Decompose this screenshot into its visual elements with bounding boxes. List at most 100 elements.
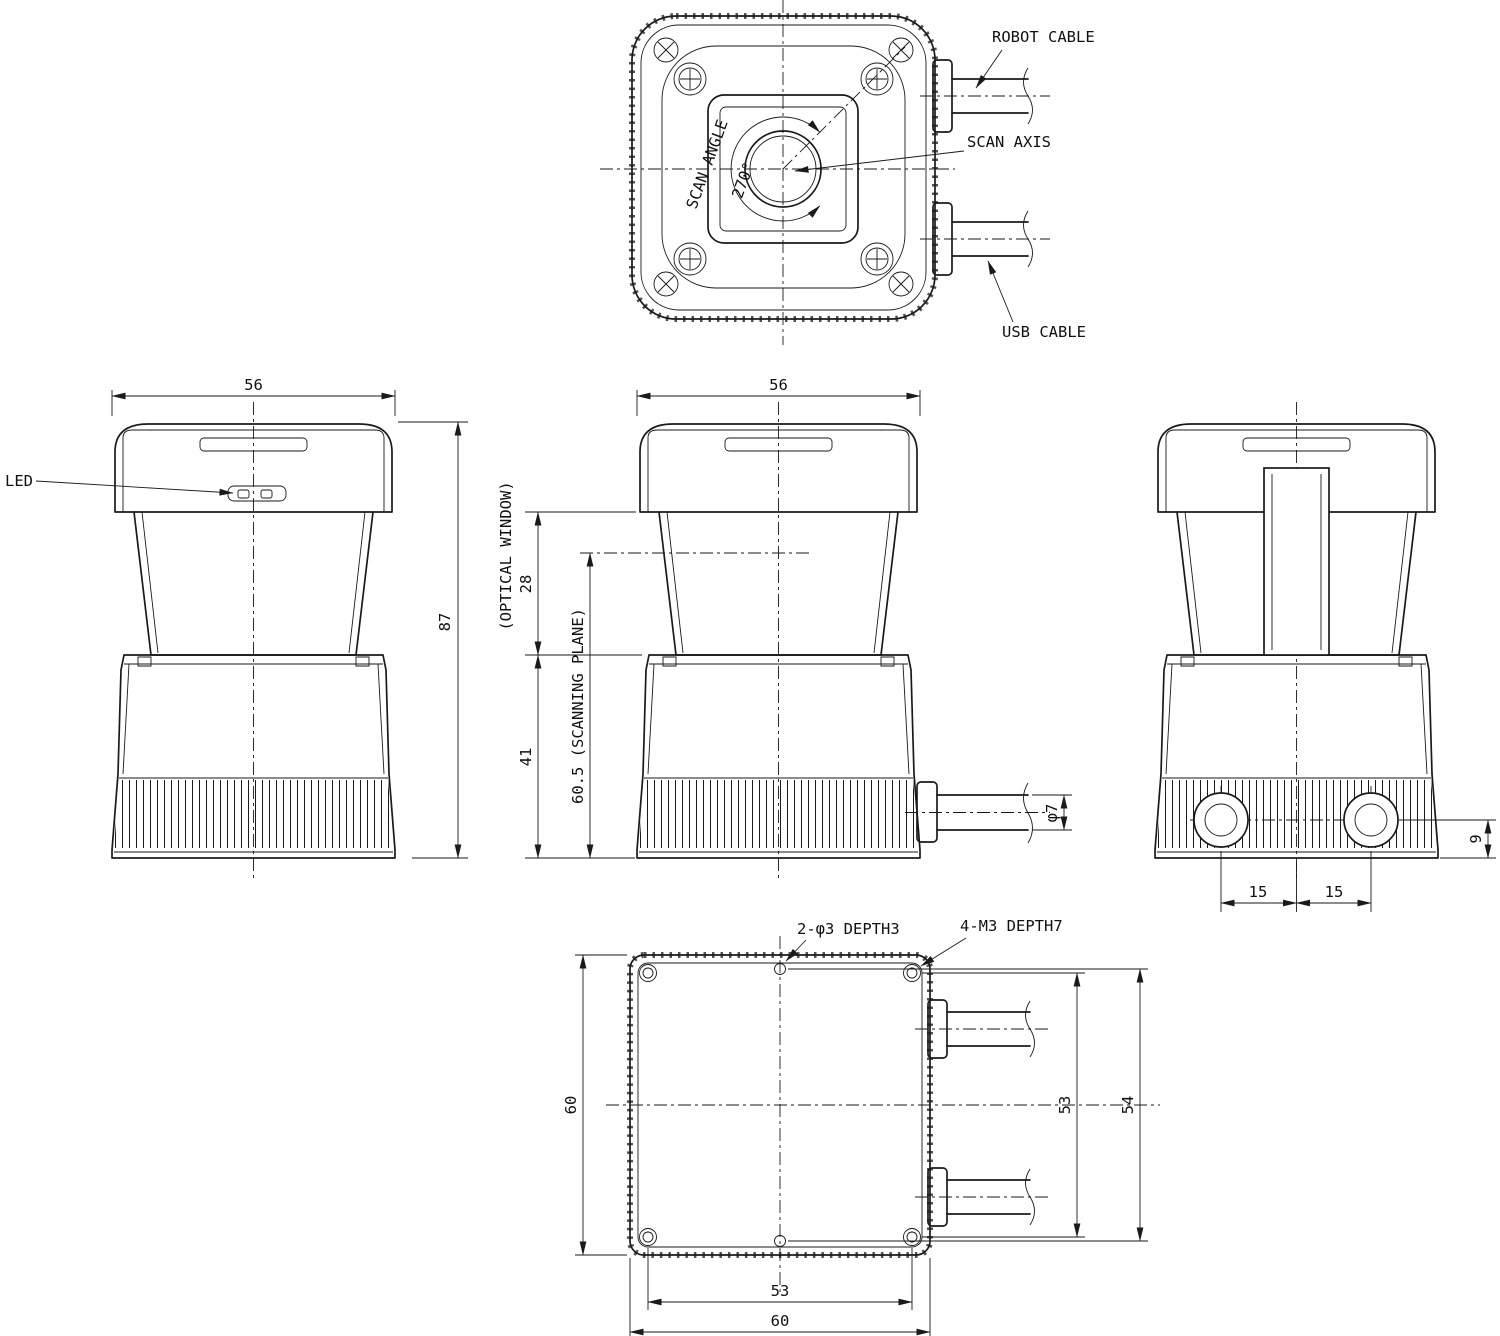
bottom-plate-outline <box>629 954 931 1256</box>
bottom-view: 2-φ3 DEPTH3 4-M3 DEPTH7 60 53 54 53 60 <box>562 917 1160 1336</box>
screw-cross-marks <box>680 69 887 269</box>
m3-note: 4-M3 DEPTH7 <box>960 917 1063 935</box>
cable-break-symbol <box>1025 1168 1035 1226</box>
scan-mirror-circle <box>744 130 822 208</box>
m3-hole <box>903 1228 921 1246</box>
cable-lines <box>946 1011 1031 1047</box>
m3-hole-minor <box>906 967 918 979</box>
screw-cross-marks <box>657 41 910 293</box>
side-width-dim-text: 56 <box>769 376 788 394</box>
front-height-dimension: 87 <box>398 421 468 859</box>
led-bezel <box>227 485 287 502</box>
front-height-dim-text: 87 <box>436 613 454 632</box>
led-icon <box>260 489 273 499</box>
cover-screws <box>673 62 894 276</box>
cable-diameter-dim-text: φ7 <box>1043 804 1061 823</box>
scan-axis-leader <box>794 150 965 173</box>
cable-conduit-column <box>1263 467 1330 656</box>
led-icon <box>237 489 250 499</box>
positioning-pitch-dimension: 54 <box>788 968 1148 1242</box>
mount-pitch-vertical-dimension: 53 <box>922 972 1085 1238</box>
hole-pitch-left-dim-text: 15 <box>1249 883 1268 901</box>
robot-cable-leader <box>975 49 1003 89</box>
screw-boss <box>673 242 707 276</box>
extension-lines <box>788 968 1148 1242</box>
scanning-plane-dim-text: 60.5 (SCANNING PLANE) <box>569 608 587 804</box>
gland-height-dimension: 9 <box>1400 819 1496 859</box>
phi3-pitch-dim-text: 54 <box>1119 1096 1137 1115</box>
gland-outer-circle <box>1343 792 1399 848</box>
led-leader <box>35 480 234 496</box>
front-view: LED 56 87 <box>5 376 468 880</box>
side-view-body <box>636 423 921 859</box>
usb-cable-label: USB CABLE <box>1002 323 1086 341</box>
top-view-centerlines <box>600 0 955 345</box>
cable-break-symbol <box>1025 1000 1035 1058</box>
gland-inner-circle <box>1354 803 1388 837</box>
offset-dim-text: 9 <box>1467 834 1485 843</box>
lower-height-dim-text: 41 <box>517 748 535 767</box>
screw-icon <box>653 271 679 297</box>
front-width-dim-text: 56 <box>244 376 263 394</box>
optical-window-label: (OPTICAL WINDOW) <box>497 481 515 630</box>
corner-screws <box>653 37 914 297</box>
scan-axis-label: SCAN AXIS <box>967 133 1051 151</box>
bottom-height-dim-text: 60 <box>562 1096 580 1115</box>
phi3-hole <box>774 963 786 975</box>
bottom-view-centerlines <box>606 936 1160 1292</box>
hole-pitch-right-dim-text: 15 <box>1325 883 1344 901</box>
usb-cable-lines <box>951 221 1029 257</box>
screw-boss <box>860 242 894 276</box>
cable-glands-rear <box>1190 786 1403 854</box>
m3-hole-minor <box>642 1231 654 1243</box>
bottom-width-dim-text: 60 <box>771 1312 790 1330</box>
m3-horizontal-pitch-dim-text: 53 <box>771 1282 790 1300</box>
optical-window-dimension: 28 (OPTICAL WINDOW) <box>497 481 642 859</box>
screw-icon <box>865 67 889 91</box>
screw-icon <box>888 271 914 297</box>
top-view: SCAN ANGLE 270° ROBOT CABLE SCAN AXIS US… <box>600 0 1095 345</box>
optical-window-inner <box>719 106 847 232</box>
screw-boss <box>860 62 894 96</box>
bottom-plate-inner-edge <box>637 962 923 1248</box>
rear-view: 15 15 9 <box>1154 402 1496 912</box>
conduit-inner-lines <box>1271 474 1322 650</box>
screw-icon <box>653 37 679 63</box>
optical-window-frame <box>707 94 859 244</box>
top-cover-contour <box>661 45 906 289</box>
side-cable <box>905 781 1050 844</box>
lower-height-dimension: 41 <box>517 654 542 859</box>
cable-lines <box>936 794 1029 831</box>
mounting-holes <box>639 963 921 1247</box>
screw-icon <box>678 67 702 91</box>
screw-icon <box>888 37 914 63</box>
phi3-leader <box>785 939 807 962</box>
top-view-outer-body <box>631 15 936 320</box>
m3-hole <box>639 964 657 982</box>
m3-hole-minor <box>642 967 654 979</box>
bottom-width-dimension: 60 <box>629 1258 931 1336</box>
extension-lines <box>629 1258 931 1336</box>
mount-pitch-horizontal-dimension: 53 <box>647 1248 913 1310</box>
usb-cable <box>920 202 1050 276</box>
led-window <box>227 485 287 502</box>
bottom-height-dimension: 60 <box>562 954 627 1256</box>
optical-window-dim-text: 28 <box>517 575 535 594</box>
bumper-knurl <box>629 13 938 322</box>
robot-cable-lines <box>951 78 1029 114</box>
phi3-note: 2-φ3 DEPTH3 <box>797 920 900 938</box>
scanning-plane-dimension: 60.5 (SCANNING PLANE) <box>569 552 594 859</box>
scan-angle-arc <box>730 116 821 222</box>
cable-break-symbol <box>1023 782 1033 844</box>
cable-lines <box>946 1179 1031 1215</box>
gland-outer-circle <box>1193 792 1249 848</box>
extension-lines <box>525 511 642 859</box>
scan-angle-value: 270° <box>728 160 758 201</box>
gland-pitch-dimension: 15 15 <box>1220 852 1372 912</box>
cable-break-symbol <box>1023 67 1033 125</box>
robot-cable-label: ROBOT CABLE <box>992 28 1095 46</box>
front-width-dimension: 56 <box>111 376 396 416</box>
m3-hole <box>639 1228 657 1246</box>
extension-lines <box>398 421 468 859</box>
